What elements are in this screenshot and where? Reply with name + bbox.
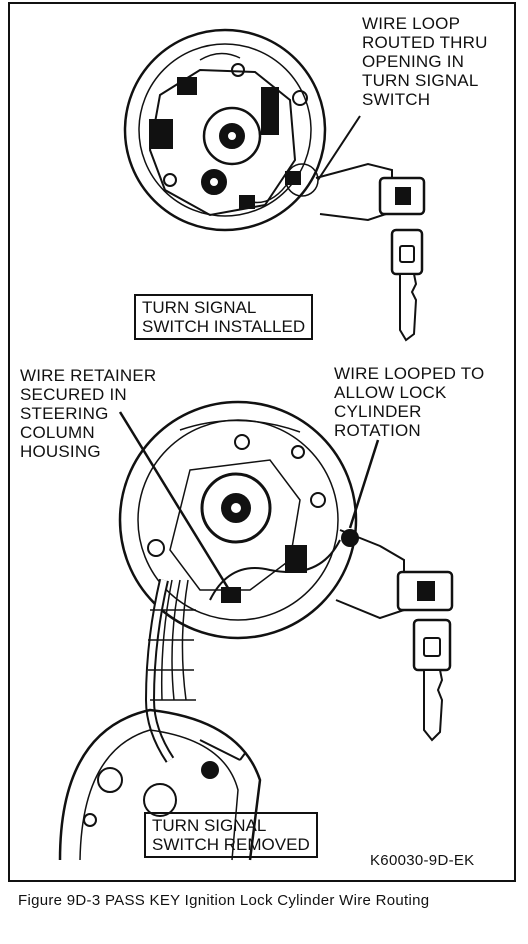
figure-caption: Figure 9D-3 PASS KEY Ignition Lock Cylin… [18,892,430,909]
label-wire-retainer: WIRE RETAINER SECURED IN STEERING COLUMN… [20,366,157,461]
figure-frame [8,2,516,882]
top-leader-line [317,115,361,181]
figure-id: K60030-9D-EK [370,852,475,869]
retainer-leader-line [118,411,230,589]
rotation-leader-line [348,439,380,529]
top-key-bow [390,228,424,276]
bottom-key-bow [412,618,452,672]
top-lock-cylinder-center [202,106,262,166]
top-key-blade [399,273,418,342]
bottom-steering-column-assembly [58,400,454,861]
bottom-lock-cylinder-center [200,472,272,544]
top-column-housing [123,28,327,232]
label-switch-installed: TURN SIGNAL SWITCH INSTALLED [134,294,314,340]
bottom-key-blade [423,669,444,742]
bottom-column-housing [118,400,358,640]
removed-turn-signal-switch [58,708,262,861]
top-steering-column-assembly [123,28,426,342]
label-wire-loop-routed: WIRE LOOP ROUTED THRU OPENING IN TURN SI… [362,14,488,109]
label-wire-looped-rotation: WIRE LOOPED TO ALLOW LOCK CYLINDER ROTAT… [334,364,485,440]
label-switch-removed: TURN SIGNAL SWITCH REMOVED [144,812,318,858]
